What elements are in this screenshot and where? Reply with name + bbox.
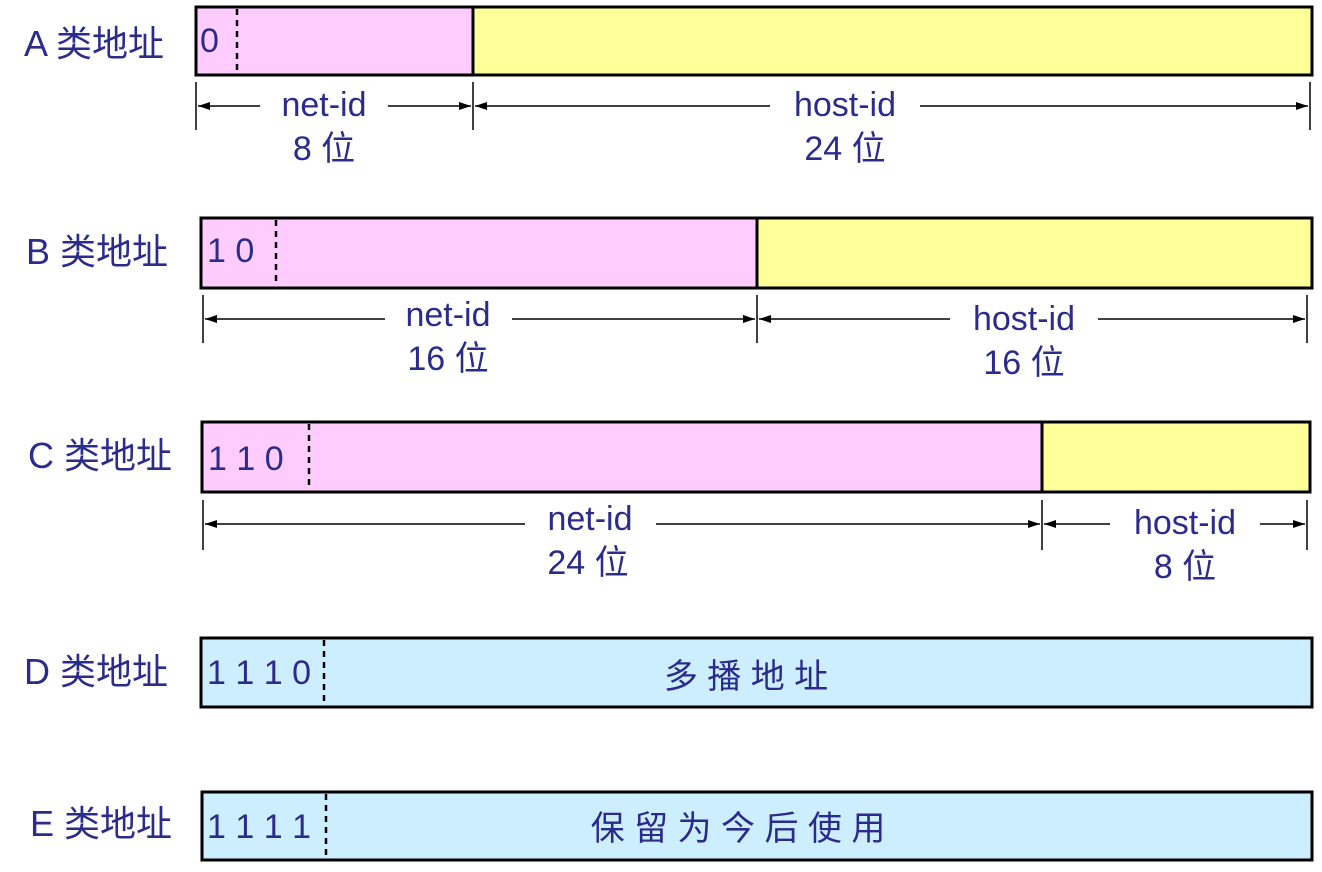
class-c-host-field [1040, 420, 1312, 494]
class-e-prefix-bits: 1 1 1 1 [207, 808, 311, 846]
class-d-group: D 类地址 1 1 1 0 多 播 地 址 [24, 636, 1314, 709]
class-e-group: E 类地址 1 1 1 1 保 留 为 今 后 使 用 [30, 790, 1314, 862]
class-b-host-bits: 16 位 [983, 344, 1064, 382]
class-b-net-label: net-id [405, 296, 490, 334]
class-e-description: 保 留 为 今 后 使 用 [591, 810, 886, 848]
class-b-net-field [199, 216, 759, 290]
class-d-description: 多 播 地 址 [664, 658, 828, 696]
class-a-net-field [194, 5, 475, 77]
class-b-group: B 类地址 1 0 net-id 16 位 host-id 16 位 [26, 216, 1314, 382]
class-c-net-field [200, 420, 1044, 494]
class-c-net-label: net-id [547, 500, 632, 538]
class-d-field [199, 636, 1314, 709]
class-b-prefix-bits: 1 0 [207, 232, 254, 270]
class-a-label: A 类地址 [24, 23, 164, 64]
class-c-net-bits: 24 位 [547, 544, 628, 582]
class-b-net-bits: 16 位 [407, 340, 488, 378]
class-a-net-bits: 8 位 [293, 130, 355, 168]
class-b-label: B 类地址 [26, 231, 168, 272]
class-a-group: A 类地址 0 net-id 8 位 host-id 24 位 [24, 5, 1314, 168]
class-a-host-label: host-id [794, 86, 896, 124]
class-d-prefix-bits: 1 1 1 0 [207, 654, 311, 692]
class-a-net-label: net-id [281, 86, 366, 124]
class-c-prefix-bits: 1 1 0 [208, 440, 284, 478]
class-e-field [200, 790, 1314, 862]
class-c-label: C 类地址 [28, 435, 172, 476]
class-a-host-field [471, 5, 1314, 77]
class-d-label: D 类地址 [24, 651, 168, 692]
class-c-host-label: host-id [1134, 504, 1236, 542]
class-e-label: E 类地址 [30, 803, 172, 844]
class-c-host-bits: 8 位 [1154, 548, 1216, 586]
class-b-host-label: host-id [973, 300, 1075, 338]
class-b-host-field [755, 216, 1314, 290]
class-c-group: C 类地址 1 1 0 net-id 24 位 host-id 8 位 [28, 420, 1312, 586]
class-a-host-bits: 24 位 [804, 130, 885, 168]
class-a-prefix-bits: 0 [200, 22, 219, 60]
